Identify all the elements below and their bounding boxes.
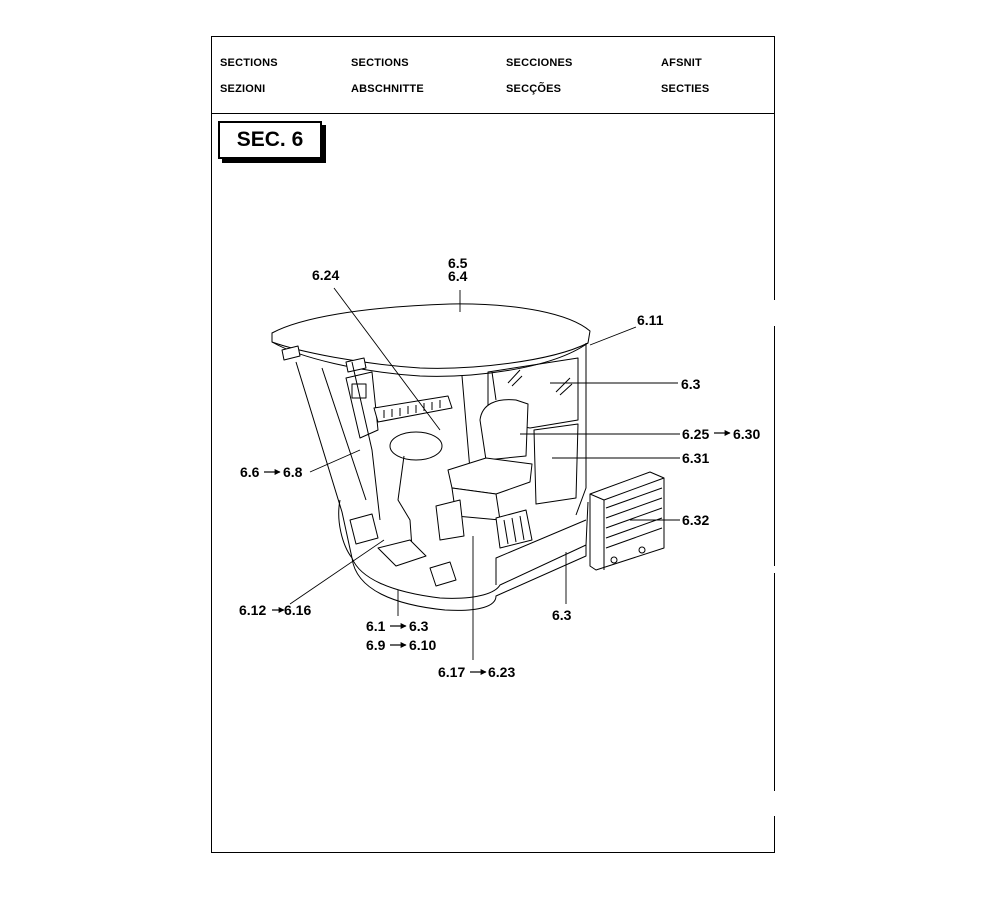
callout-6.11: 6.11 bbox=[637, 312, 664, 328]
header-sections-fr: SECTIONS bbox=[351, 57, 409, 69]
switch-panel-keys bbox=[383, 400, 441, 418]
callout-6.1: 6.1 bbox=[366, 618, 386, 634]
cab-roof-edge bbox=[271, 341, 589, 377]
switch-panel bbox=[373, 395, 453, 423]
section-badge: SEC. 6 bbox=[218, 121, 322, 159]
glass-glint-2 bbox=[555, 377, 573, 396]
callout-6.6: 6.6 bbox=[240, 464, 260, 480]
callout-6.23: 6.23 bbox=[488, 664, 515, 680]
cab-side-panel bbox=[495, 519, 587, 585]
cab-front-post-inner bbox=[321, 367, 367, 501]
seat-cushion bbox=[447, 457, 533, 495]
callout-6.16: 6.16 bbox=[284, 602, 311, 618]
battery-cells bbox=[503, 515, 525, 545]
header-afsnit: AFSNIT bbox=[661, 57, 702, 69]
rear-box-knob-1 bbox=[610, 556, 618, 564]
callout-6.3-range: 6.3 bbox=[409, 618, 429, 634]
page-border-right-middle bbox=[774, 326, 775, 566]
steering-column bbox=[397, 455, 413, 549]
page-border-right-lower bbox=[774, 573, 775, 791]
header-seccoes: SECÇÕES bbox=[506, 83, 562, 95]
instrument-gauge bbox=[351, 383, 367, 399]
cab-roof bbox=[271, 303, 591, 369]
header-divider bbox=[211, 113, 775, 114]
lower-step bbox=[349, 513, 379, 545]
header-secties: SECTIES bbox=[661, 83, 710, 95]
callout-6.5: 6.5 bbox=[448, 255, 468, 271]
callout-6.8: 6.8 bbox=[283, 464, 303, 480]
callout-labels: 6.5 6.4 6.24 6.11 6.3 6.25 6.30 6.31 6.6… bbox=[239, 255, 760, 680]
rear-box-grille bbox=[605, 487, 663, 549]
header-abschnitte: ABSCHNITTE bbox=[351, 83, 424, 95]
seat-back bbox=[479, 399, 529, 461]
callout-6.17: 6.17 bbox=[438, 664, 465, 680]
cab-left-curve bbox=[338, 499, 353, 559]
page-border-right-bottom bbox=[774, 816, 775, 853]
callout-6.25: 6.25 bbox=[682, 426, 709, 442]
cab-door-frame bbox=[461, 371, 497, 471]
callout-6.9: 6.9 bbox=[366, 637, 386, 653]
floor-item bbox=[429, 561, 457, 587]
callout-6.24: 6.24 bbox=[312, 267, 339, 283]
header-secciones: SECCIONES bbox=[506, 57, 573, 69]
callout-6.30: 6.30 bbox=[733, 426, 760, 442]
leader-6.6 bbox=[309, 449, 361, 473]
pedal-box bbox=[377, 539, 427, 567]
callout-6.32: 6.32 bbox=[682, 512, 709, 528]
cab-base-outline bbox=[351, 545, 587, 611]
header-sezioni: SEZIONI bbox=[220, 83, 266, 95]
side-console bbox=[533, 423, 579, 505]
control-lever bbox=[351, 361, 381, 521]
glass-glint-1 bbox=[507, 369, 523, 387]
top-vent-right bbox=[345, 357, 367, 373]
leader-6.12 bbox=[289, 539, 385, 605]
page-border-right-upper bbox=[774, 36, 775, 300]
cab-floor bbox=[351, 501, 589, 599]
callout-6.3-bottom: 6.3 bbox=[552, 607, 572, 623]
leader-lines bbox=[289, 287, 680, 660]
callout-6.31: 6.31 bbox=[682, 450, 709, 466]
callout-6.4: 6.4 bbox=[448, 268, 468, 284]
cab-front-post-left bbox=[295, 361, 353, 559]
callout-6.12: 6.12 bbox=[239, 602, 266, 618]
header-sections-en: SECTIONS bbox=[220, 57, 278, 69]
range-arrows bbox=[264, 430, 731, 675]
cab-illustration bbox=[271, 303, 665, 611]
cab-rear-pillar bbox=[575, 343, 587, 516]
page-frame bbox=[211, 36, 774, 853]
top-vent-left bbox=[281, 345, 301, 361]
leader-6.24 bbox=[333, 287, 441, 431]
callout-6.10: 6.10 bbox=[409, 637, 436, 653]
lower-panel bbox=[435, 499, 465, 541]
rear-box-knob-2 bbox=[638, 546, 646, 554]
section-badge-label: SEC. 6 bbox=[236, 128, 304, 151]
leader-6.11 bbox=[589, 326, 637, 346]
steering-wheel bbox=[389, 431, 443, 461]
callout-6.3-top: 6.3 bbox=[681, 376, 701, 392]
